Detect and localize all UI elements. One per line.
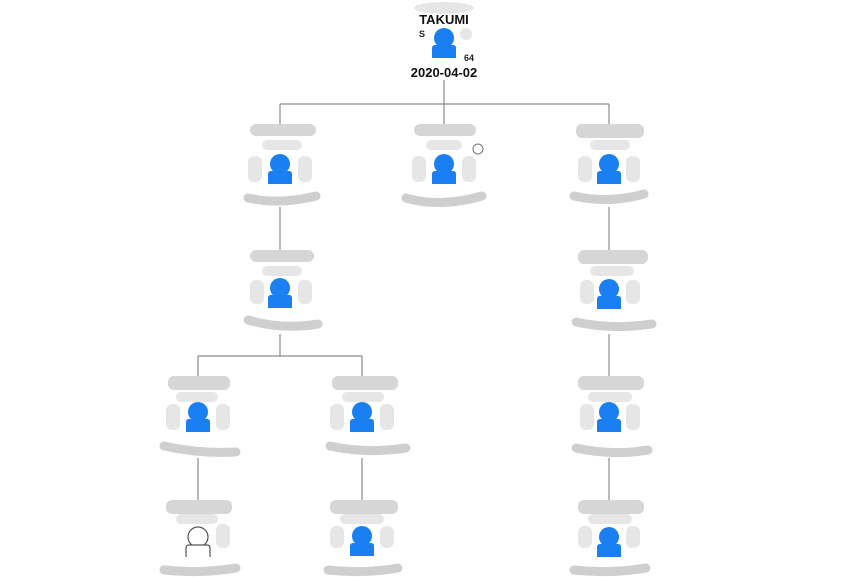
redaction-blob xyxy=(426,140,462,150)
tree-node[interactable] xyxy=(571,250,657,332)
redaction-blob xyxy=(462,156,476,182)
tree-node[interactable] xyxy=(159,376,241,457)
person-icon xyxy=(432,28,456,58)
redaction-blob xyxy=(578,500,644,514)
redaction-blob xyxy=(330,526,344,548)
redaction-scratch xyxy=(401,191,487,208)
redaction-blob xyxy=(626,526,640,548)
redaction-blob xyxy=(298,280,312,304)
tree-node[interactable] xyxy=(401,124,487,208)
tree-node-root[interactable]: TAKUMI S 64 2020-04-02 xyxy=(411,2,478,80)
person-icon xyxy=(186,402,210,432)
redaction-blob xyxy=(250,280,264,304)
redaction-blob xyxy=(298,156,312,182)
redaction-blob xyxy=(330,404,344,430)
redaction-blob xyxy=(250,250,314,262)
redaction-blob xyxy=(380,526,394,548)
redaction-blob xyxy=(250,124,316,136)
redaction-blob xyxy=(576,124,644,138)
redaction-blob xyxy=(412,156,426,182)
redaction-blob xyxy=(590,140,630,150)
redaction-blob xyxy=(578,250,648,264)
expand-circle-icon[interactable] xyxy=(472,143,484,155)
redaction-scratch xyxy=(159,563,241,577)
redaction-scratch xyxy=(243,315,323,331)
redaction-blob xyxy=(176,392,218,402)
root-node-name: TAKUMI xyxy=(419,12,469,27)
redaction-blob xyxy=(216,524,230,548)
person-icon xyxy=(597,154,621,184)
redaction-blob xyxy=(414,2,474,14)
redaction-blob xyxy=(578,376,644,390)
tree-node[interactable] xyxy=(569,500,651,577)
redaction-blob xyxy=(168,376,230,390)
redaction-blob xyxy=(332,376,398,390)
root-node-right-label: 64 xyxy=(464,53,474,63)
redaction-blob xyxy=(460,28,472,40)
redaction-blob xyxy=(578,526,592,548)
root-node-date: 2020-04-02 xyxy=(411,65,478,80)
redaction-blob xyxy=(588,392,632,402)
redaction-blob xyxy=(342,392,384,402)
person-outline-icon xyxy=(185,526,211,558)
redaction-scratch xyxy=(243,191,321,206)
redaction-scratch xyxy=(569,189,649,205)
redaction-scratch xyxy=(571,317,657,332)
redaction-blob xyxy=(262,140,302,150)
redaction-blob xyxy=(626,404,640,430)
tree-node[interactable] xyxy=(569,124,649,205)
redaction-blob xyxy=(588,514,632,524)
redaction-blob xyxy=(248,156,262,182)
tree-node[interactable] xyxy=(571,376,653,458)
redaction-blob xyxy=(330,500,398,514)
person-icon xyxy=(268,278,292,308)
person-icon xyxy=(597,527,621,557)
person-icon xyxy=(597,279,621,309)
redaction-blob xyxy=(580,404,594,430)
person-icon xyxy=(350,402,374,432)
person-icon xyxy=(350,526,374,556)
redaction-blob xyxy=(380,404,394,430)
redaction-blob xyxy=(626,156,640,182)
person-icon xyxy=(432,154,456,184)
redaction-scratch xyxy=(323,563,403,577)
redaction-scratch xyxy=(571,443,653,458)
tree-node[interactable] xyxy=(323,500,403,577)
redaction-blob xyxy=(340,514,384,524)
redaction-blob xyxy=(262,266,302,276)
tree-connectors xyxy=(197,80,610,500)
tree-node[interactable] xyxy=(159,500,241,577)
tree-node[interactable] xyxy=(243,250,323,331)
redaction-blob xyxy=(414,124,476,136)
root-node-left-label: S xyxy=(419,29,425,39)
redaction-blob xyxy=(176,514,218,524)
redaction-blob xyxy=(216,404,230,430)
person-icon xyxy=(268,154,292,184)
redaction-blob xyxy=(166,404,180,430)
redaction-blob xyxy=(580,280,594,304)
redaction-blob xyxy=(590,266,634,276)
redaction-scratch xyxy=(325,441,411,456)
tree-node[interactable] xyxy=(243,124,321,206)
redaction-blob xyxy=(578,156,592,182)
redaction-blob xyxy=(626,280,640,304)
redaction-blob xyxy=(166,500,232,514)
redaction-scratch xyxy=(569,563,651,577)
person-icon xyxy=(597,402,621,432)
tree-node[interactable] xyxy=(325,376,411,456)
redaction-scratch xyxy=(159,441,241,457)
